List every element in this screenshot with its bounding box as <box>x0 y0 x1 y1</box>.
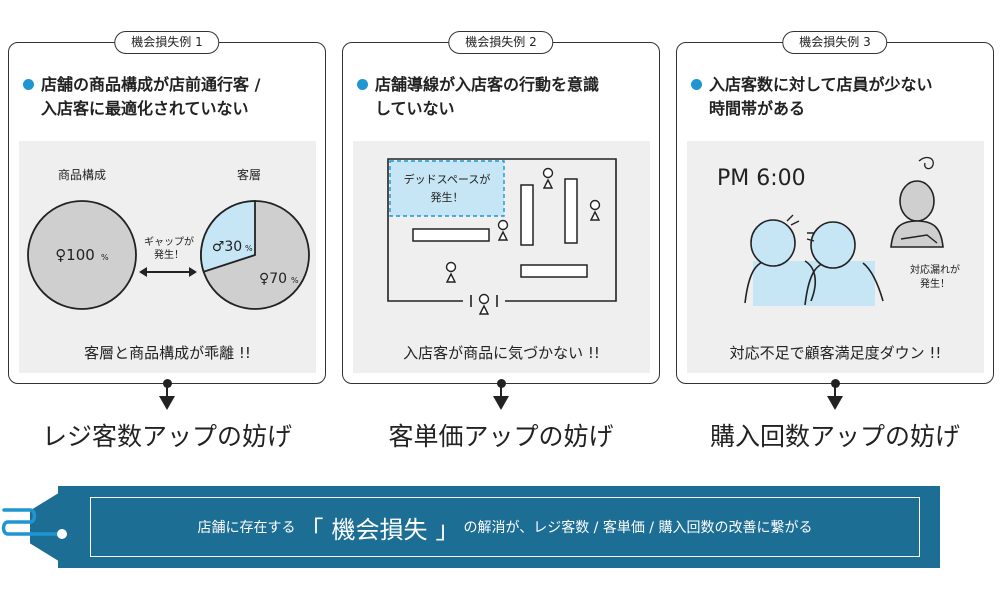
pie-female-value: ♀70 <box>259 271 287 287</box>
card-headline: 店舗の商品構成が店前通行客 / 入店客に最適化されていない <box>23 73 315 121</box>
staff-person-illustration <box>890 156 944 248</box>
headline-line-2: 時間帯がある <box>709 99 806 118</box>
double-arrow-icon <box>139 267 197 277</box>
understaffed-illustration: PM 6:00 対応漏れが 発生！ <box>717 156 960 306</box>
card-headline: 入店客数に対して店員が少ない 時間帯がある <box>691 73 983 121</box>
dead-space-area <box>389 160 505 217</box>
headline-line-1: 店舗導線が入店客の行動を意識 <box>375 75 600 94</box>
label-customer-segment: 客層 <box>237 167 261 182</box>
bullet-dot-icon <box>23 79 34 90</box>
pie-female-unit: % <box>291 276 299 285</box>
dead-space-text-2: 発生！ <box>431 190 464 204</box>
summary-banner-text: 店舗に存在する 「 機会損失 」 の解消が、レジ客数 / 客単価 / 購入回数の… <box>90 497 920 557</box>
dead-space-text-1: デッドスペースが <box>404 172 491 186</box>
pie-left-value: ♀100 <box>55 246 95 264</box>
bullet-dot-icon <box>357 79 368 90</box>
connector-dot <box>163 379 172 388</box>
pie-male-value: ♂30 <box>212 239 242 255</box>
arrow-down-icon <box>493 396 509 410</box>
bullet-dot-icon <box>691 79 702 90</box>
headline-line-2: 入店客に最適化されていない <box>41 99 249 118</box>
illustration-panel: 商品構成 客層 ♀100 % ♂30 % ♀70 % ギャップが 発生！ 客層と… <box>19 141 316 373</box>
pie-slice-male <box>200 200 256 273</box>
customer-person-icons <box>445 167 601 315</box>
pie-left-unit: % <box>101 253 109 262</box>
time-label: PM 6:00 <box>717 166 806 191</box>
card-caption: 入店客が商品に気づかない !! <box>403 344 600 362</box>
result-label-1: レジ客数アップの妨げ <box>41 422 292 451</box>
store-shelves <box>412 178 588 278</box>
banner-text-pre: 店舗に存在する <box>197 520 296 536</box>
customers-complaining-illustration <box>744 214 884 306</box>
connector-line <box>834 384 836 406</box>
connector-dot <box>831 379 840 388</box>
connector-line <box>166 384 168 406</box>
store-walls <box>387 158 617 307</box>
card-headline: 店舗導線が入店客の行動を意識 していない <box>357 73 649 121</box>
headline-line-1: 入店客数に対して店員が少ない <box>709 75 933 94</box>
gap-text-2: 発生！ <box>154 248 184 261</box>
headline-line-1: 店舗の商品構成が店前通行客 / <box>41 75 261 94</box>
card-tag: 機会損失例 1 <box>114 31 220 54</box>
label-product-mix: 商品構成 <box>58 167 106 182</box>
missed-response-text-2: 発生！ <box>920 277 950 290</box>
connector-dot <box>497 379 506 388</box>
illustration-panel: PM 6:00 対応漏れが 発生！ 対応不足で顧客満足度ダウン !! <box>687 141 984 373</box>
card-tag: 機会損失例 3 <box>782 31 888 54</box>
card-tag: 機会損失例 2 <box>448 31 554 54</box>
headline-line-2: していない <box>375 99 455 118</box>
card-opportunity-loss-2: 機会損失例 2 店舗導線が入店客の行動を意識 していない デッドスペースが 発生… <box>342 31 660 384</box>
summary-banner <box>58 486 940 568</box>
banner-open-bracket: 「 <box>299 515 324 544</box>
connector-line <box>500 384 502 406</box>
illustration-panel: デッドスペースが 発生！ 入店客が商品に気づかない !! <box>353 141 650 373</box>
result-label-2: 客単価アップの妨げ <box>388 422 614 451</box>
store-floorplan-illustration: デッドスペースが 発生！ <box>387 158 617 315</box>
banner-close-bracket: 」 <box>435 515 460 544</box>
banner-text-post: の解消が、レジ客数 / 客単価 / 購入回数の改善に繋がる <box>463 520 813 536</box>
arrow-down-icon <box>159 396 175 410</box>
pie-product-mix <box>27 200 137 310</box>
gap-text-1: ギャップが <box>144 235 194 248</box>
arrow-down-icon <box>827 396 843 410</box>
tag-string-icon <box>1 508 67 539</box>
card-opportunity-loss-3: 機会損失例 3 入店客数に対して店員が少ない 時間帯がある PM 6:00 <box>676 31 994 384</box>
card-opportunity-loss-1: 機会損失例 1 店舗の商品構成が店前通行客 / 入店客に最適化されていない 商品… <box>8 31 326 384</box>
pie-comparison-illustration: 商品構成 客層 ♀100 % ♂30 % ♀70 % ギャップが 発生！ <box>27 167 310 310</box>
pie-male-unit: % <box>245 244 253 253</box>
missed-response-text-1: 対応漏れが <box>910 263 960 276</box>
banner-highlight: 機会損失 <box>331 515 428 544</box>
result-label-3: 購入回数アップの妨げ <box>709 422 960 451</box>
card-caption: 対応不足で顧客満足度ダウン !! <box>729 344 942 362</box>
card-caption: 客層と商品構成が乖離 !! <box>84 344 251 362</box>
